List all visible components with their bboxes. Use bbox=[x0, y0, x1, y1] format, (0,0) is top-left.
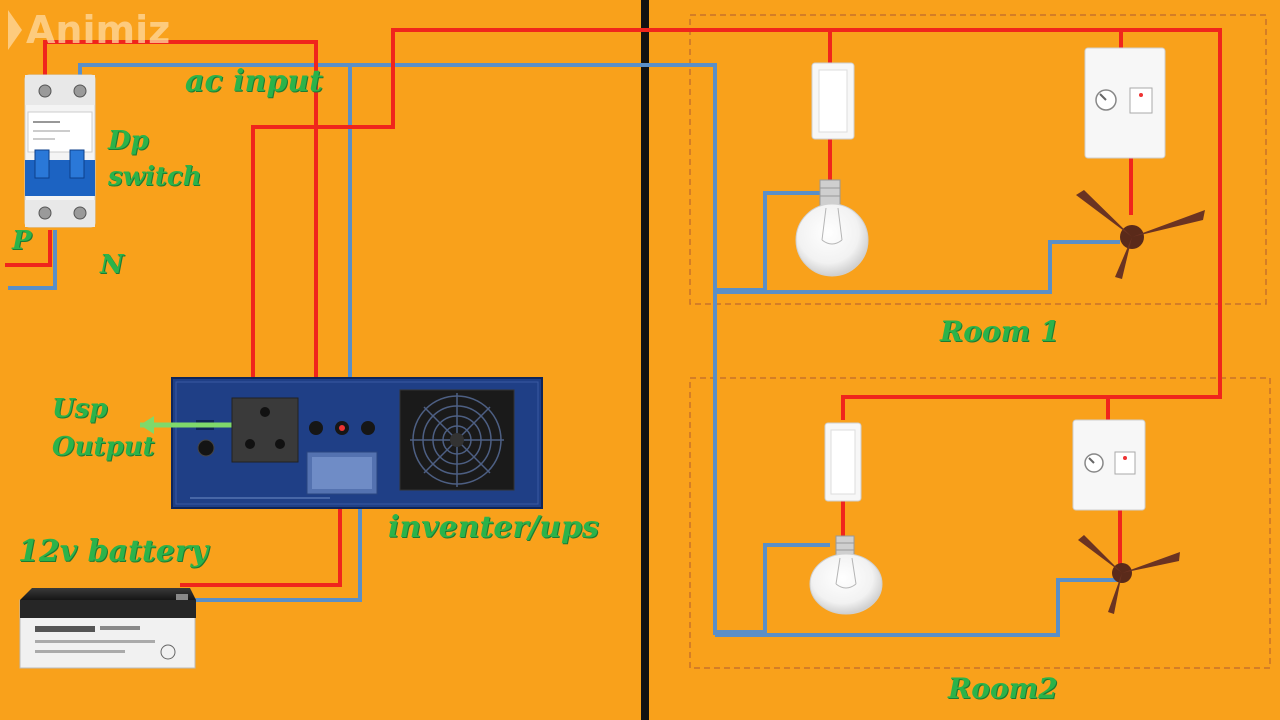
dp-switch-label-line1: Dp bbox=[108, 126, 149, 156]
ups-output-label-line2: Output bbox=[52, 432, 155, 462]
room2-bulb bbox=[809, 535, 883, 615]
room2-bulb-switch bbox=[824, 422, 862, 502]
phase-label: P bbox=[12, 226, 32, 256]
room2-label: Room2 bbox=[948, 672, 1058, 705]
room1-fan bbox=[1076, 190, 1205, 279]
animiz-logo-icon bbox=[8, 10, 22, 50]
neutral-label: N bbox=[100, 250, 124, 280]
inverter-label: inventer/ups bbox=[388, 510, 599, 545]
battery-label: 12v battery bbox=[18, 534, 209, 569]
room1-bulb-switch bbox=[811, 62, 855, 140]
ac-input-label: ac input bbox=[185, 64, 324, 99]
battery-12v bbox=[19, 588, 196, 669]
inverter-unit bbox=[140, 377, 543, 509]
dp-switch-label-line2: switch bbox=[108, 162, 202, 192]
room2-fan-regulator bbox=[1072, 419, 1146, 511]
watermark: Animiz bbox=[8, 8, 170, 52]
room1-fan-regulator bbox=[1084, 47, 1166, 159]
room2-fan bbox=[1078, 535, 1180, 614]
ups-output-label-line1: Usp bbox=[52, 394, 108, 424]
room1-bulb bbox=[795, 179, 869, 277]
phase-wires bbox=[5, 28, 1222, 587]
room1-boundary bbox=[689, 14, 1267, 305]
dp-switch bbox=[24, 74, 96, 228]
room2-boundary bbox=[689, 377, 1271, 669]
watermark-text: Animiz bbox=[26, 8, 171, 52]
room1-label: Room 1 bbox=[940, 315, 1060, 348]
